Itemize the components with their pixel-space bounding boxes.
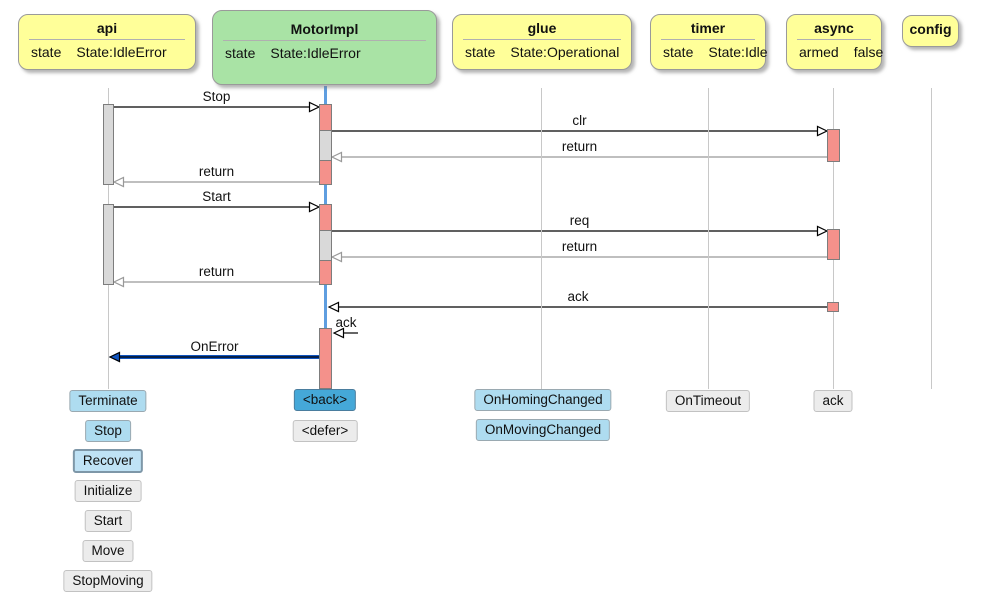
message-return xyxy=(112,276,319,288)
event-button-ontimeout[interactable]: OnTimeout xyxy=(665,390,751,412)
message-return xyxy=(330,151,827,163)
lifeline-config xyxy=(930,88,932,389)
instance-box-timer[interactable]: timer state State:Idle xyxy=(650,14,768,70)
event-button-back[interactable]: <back> xyxy=(293,389,357,411)
message-ack xyxy=(327,301,827,313)
event-button-defer[interactable]: <defer> xyxy=(292,420,358,442)
state-value: State:Idle xyxy=(708,44,768,60)
message-label-onerror: OnError xyxy=(190,339,239,354)
instance-title: config xyxy=(909,21,952,37)
instance-title: MotorImpl xyxy=(290,21,359,37)
instance-state-row: armed false xyxy=(787,40,884,60)
instance-state-row: state State:IdleError xyxy=(19,40,195,60)
instance-title: glue xyxy=(527,20,557,36)
message-return xyxy=(112,176,319,188)
instance-title-divider xyxy=(29,39,185,40)
state-label: state xyxy=(465,44,496,60)
instance-title-divider xyxy=(463,39,621,40)
activation-bar-motorimpl xyxy=(319,160,332,185)
message-onerror xyxy=(108,351,319,363)
lifeline-glue xyxy=(540,88,542,389)
message-start xyxy=(114,201,321,213)
message-return xyxy=(330,251,827,263)
instance-box-config[interactable]: config xyxy=(902,15,959,47)
activation-bar-async xyxy=(827,229,840,260)
event-button-stopmoving[interactable]: StopMoving xyxy=(63,570,153,592)
activation-bar-motorimpl xyxy=(319,104,332,131)
event-button-terminate[interactable]: Terminate xyxy=(69,390,147,412)
message-req xyxy=(332,225,829,237)
instance-state-row: state State:Idle xyxy=(651,40,768,60)
activation-bar-motorimpl xyxy=(319,130,332,161)
event-button-start[interactable]: Start xyxy=(84,510,132,532)
state-label: state xyxy=(663,44,694,60)
instance-title: timer xyxy=(690,20,726,36)
event-button-ack[interactable]: ack xyxy=(813,390,853,412)
message-clr xyxy=(332,125,829,137)
message-ack xyxy=(332,327,358,339)
event-button-onmovingchanged[interactable]: OnMovingChanged xyxy=(475,419,611,441)
state-value: State:IdleError xyxy=(270,45,361,61)
instance-title: async xyxy=(814,20,854,36)
message-label-return: return xyxy=(198,164,235,179)
activation-bar-motorimpl xyxy=(319,260,332,285)
event-button-stop[interactable]: Stop xyxy=(85,420,131,442)
instance-state-row: state State:IdleError xyxy=(213,41,436,61)
instance-title-divider xyxy=(797,39,871,40)
event-button-recover[interactable]: Recover xyxy=(72,449,144,473)
message-label-ack: ack xyxy=(567,289,589,304)
event-button-onhomingchanged[interactable]: OnHomingChanged xyxy=(474,389,612,411)
instance-box-api[interactable]: api state State:IdleError xyxy=(18,14,196,70)
instance-box-glue[interactable]: glue state State:Operational xyxy=(452,14,632,70)
message-label-clr: clr xyxy=(572,113,587,128)
message-label-req: req xyxy=(569,213,590,228)
activation-bar-api xyxy=(103,204,114,285)
instance-state-row: state State:Operational xyxy=(453,40,631,60)
message-stop xyxy=(114,101,321,113)
message-label-stop: Stop xyxy=(202,89,231,104)
message-label-return: return xyxy=(198,264,235,279)
state-label: armed xyxy=(799,44,839,60)
activation-bar-motorimpl xyxy=(319,328,332,389)
state-label: state xyxy=(225,45,256,61)
instance-title-divider xyxy=(223,40,426,41)
activation-bar-api xyxy=(103,104,114,185)
event-button-initialize[interactable]: Initialize xyxy=(74,480,142,502)
message-label-return: return xyxy=(561,139,598,154)
event-button-move[interactable]: Move xyxy=(82,540,134,562)
instance-title: api xyxy=(96,20,118,36)
message-label-start: Start xyxy=(202,189,231,204)
instance-title-divider xyxy=(661,39,755,40)
activation-bar-async xyxy=(827,302,839,312)
activation-bar-async xyxy=(827,129,840,162)
activation-bar-motorimpl xyxy=(319,230,332,261)
message-label-return: return xyxy=(561,239,598,254)
state-value: State:Operational xyxy=(510,44,620,60)
state-value: false xyxy=(853,44,884,60)
message-label-ack: ack xyxy=(335,315,357,330)
state-value: State:IdleError xyxy=(76,44,167,60)
instance-box-motorimpl[interactable]: MotorImpl state State:IdleError xyxy=(212,10,437,85)
instance-box-async[interactable]: async armed false xyxy=(786,14,884,70)
activation-bar-motorimpl xyxy=(319,204,332,231)
lifeline-timer xyxy=(707,88,709,389)
state-label: state xyxy=(31,44,62,60)
